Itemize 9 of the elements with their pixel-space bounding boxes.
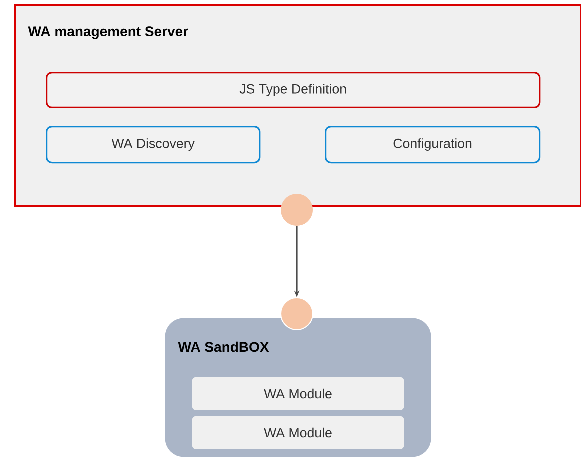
- box-heading: WA management Server: [28, 26, 188, 40]
- component-box: Configuration: [325, 126, 541, 164]
- definition-box: JS Type Definition: [46, 72, 541, 109]
- module-box: WA Module: [192, 377, 404, 410]
- module-box: WA Module: [192, 416, 404, 450]
- connector-circle: [281, 194, 313, 226]
- connector-circle: [280, 297, 314, 331]
- component-box: WA Discovery: [46, 126, 261, 164]
- box-heading: WA SandBOX: [178, 342, 270, 352]
